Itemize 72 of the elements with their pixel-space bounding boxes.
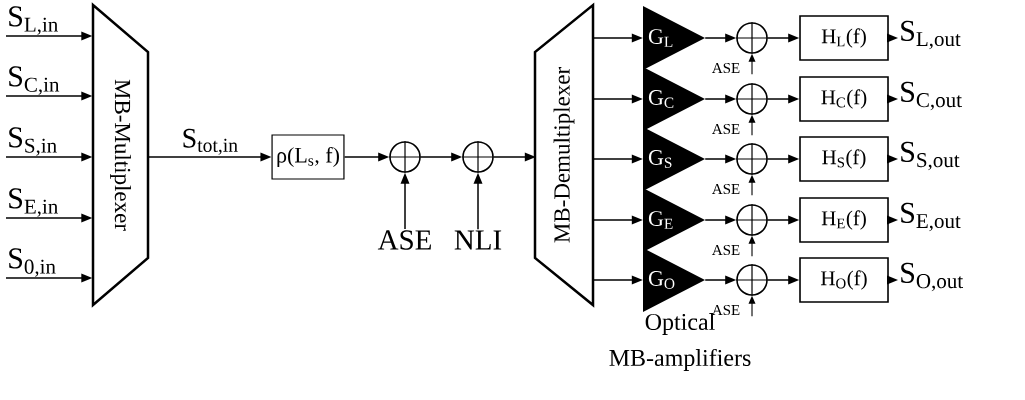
filter-box: H$_{S}$(f) xyxy=(799,136,889,182)
arrow xyxy=(887,94,898,104)
edge-label: S$_{tot,in}$ xyxy=(180,127,240,156)
arrow xyxy=(704,275,737,285)
signal-label: S$_{O,out}$ xyxy=(901,262,963,292)
arrow xyxy=(748,295,756,317)
arrow xyxy=(748,174,756,196)
signal-label: S$_{L,in}$ xyxy=(9,6,58,35)
process-box: ρ(L$_{s}$, f) xyxy=(271,134,345,180)
arrow xyxy=(704,154,737,164)
arrow xyxy=(473,172,483,231)
noise-label: ASE xyxy=(712,183,740,195)
arrow xyxy=(767,275,800,285)
signal-label: S$_{C,out}$ xyxy=(901,81,962,111)
filter-box: H$_{L}$(f) xyxy=(799,15,889,61)
adder-symbol xyxy=(735,263,769,297)
noise-label: NLI xyxy=(454,230,502,250)
signal-label: S$_{0,in}$ xyxy=(9,248,56,277)
arrow xyxy=(887,215,898,225)
arrow xyxy=(343,152,390,162)
noise-label: ASE xyxy=(712,304,740,316)
arrow xyxy=(887,154,898,164)
arrow xyxy=(704,94,737,104)
adder-symbol xyxy=(735,142,769,176)
arrow xyxy=(887,33,898,43)
arrow xyxy=(5,91,93,101)
arrow xyxy=(767,33,800,43)
arrow xyxy=(704,33,737,43)
filter-box: H$_{C}$(f) xyxy=(799,76,889,122)
filter-box: H$_{O}$(f) xyxy=(799,257,889,303)
amplifier-triangle: G$_{O}$ xyxy=(643,248,705,312)
arrow xyxy=(887,275,898,285)
arrow xyxy=(5,213,93,223)
filter-box: H$_{E}$(f) xyxy=(799,197,889,243)
arrow xyxy=(591,275,643,285)
arrow xyxy=(591,215,643,225)
arrow xyxy=(767,154,800,164)
arrow xyxy=(400,172,410,230)
arrow xyxy=(420,152,463,162)
noise-label: ASE xyxy=(712,244,740,256)
arrow xyxy=(591,154,643,164)
signal-label: S$_{C,in}$ xyxy=(9,66,60,95)
arrow xyxy=(5,273,93,283)
signal-label: S$_{E,out}$ xyxy=(901,202,961,232)
arrow xyxy=(591,33,643,43)
amplifier-triangle: G$_{C}$ xyxy=(643,67,705,131)
arrow xyxy=(147,152,272,162)
signal-label: S$_{E,in}$ xyxy=(9,188,58,217)
noise-label: ASE xyxy=(377,230,431,250)
arrow xyxy=(748,235,756,257)
adder-symbol xyxy=(735,82,769,116)
adder-symbol xyxy=(735,21,769,55)
amplifier-triangle: G$_{S}$ xyxy=(643,127,705,191)
noise-label: ASE xyxy=(712,123,740,135)
arrow xyxy=(767,215,800,225)
signal-label: S$_{S,in}$ xyxy=(9,127,57,156)
signal-label: S$_{L,out}$ xyxy=(901,20,961,50)
arrow xyxy=(5,152,93,162)
amplifier-triangle: G$_{L}$ xyxy=(643,6,705,70)
arrow xyxy=(767,94,800,104)
arrow xyxy=(748,114,756,136)
adder-symbol xyxy=(735,203,769,237)
signal-label: S$_{S,out}$ xyxy=(901,141,960,171)
adder-symbol xyxy=(388,140,422,174)
noise-label: ASE xyxy=(712,62,740,74)
arrow xyxy=(493,152,536,162)
amplifier-triangle: G$_{E}$ xyxy=(643,188,705,252)
arrow xyxy=(704,215,737,225)
arrow xyxy=(748,53,756,75)
arrow xyxy=(5,31,93,41)
adder-symbol xyxy=(461,140,495,174)
arrow xyxy=(591,94,643,104)
